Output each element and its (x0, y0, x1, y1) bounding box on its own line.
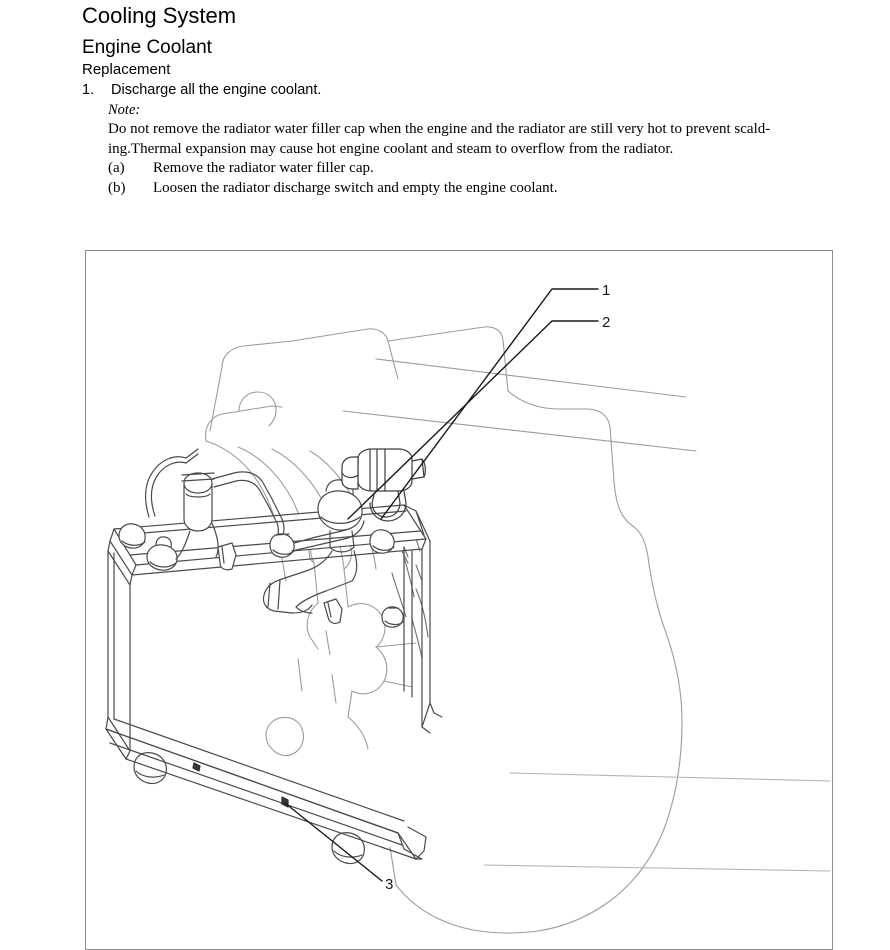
note-line-2: ing.Thermal expansion may cause hot engi… (108, 140, 674, 157)
callout-label-2: 2 (602, 314, 610, 331)
note-body: Do not remove the radiator water filler … (108, 120, 868, 159)
radiator-top-fittings (118, 448, 404, 628)
fan-shroud (391, 538, 429, 660)
step-1-text: Discharge all the engine coolant. (111, 82, 322, 98)
figure-frame: 1 2 3 (85, 250, 833, 950)
step-1: 1. Discharge all the engine coolant. (82, 81, 872, 100)
document-text-block: Cooling System Engine Coolant Replacemen… (82, 0, 872, 198)
substep-b-text: Loosen the radiator discharge switch and… (153, 179, 558, 196)
callout-label-3: 3 (385, 876, 393, 893)
engine-assembly-outline (205, 326, 831, 934)
substep-b: (b) Loosen the radiator discharge switch… (108, 179, 872, 199)
subsection-title: Replacement (82, 61, 171, 78)
section-title: Engine Coolant (82, 37, 212, 58)
substep-a-letter: (a) (108, 160, 125, 176)
callout-leader-lines (284, 288, 599, 882)
substep-a: (a) Remove the radiator water filler cap… (108, 159, 872, 179)
step-1-number: 1. (82, 82, 95, 98)
chapter-title: Cooling System (82, 3, 237, 28)
substep-a-text: Remove the radiator water filler cap. (153, 160, 374, 176)
note-line-1: Do not remove the radiator water filler … (108, 121, 771, 137)
substep-b-letter: (b) (108, 179, 126, 196)
callout-label-1: 1 (602, 282, 610, 299)
callout-labels: 1 2 3 (385, 282, 610, 893)
note-label: Note: (108, 102, 141, 118)
cooling-system-illustration: 1 2 3 (105, 282, 831, 934)
